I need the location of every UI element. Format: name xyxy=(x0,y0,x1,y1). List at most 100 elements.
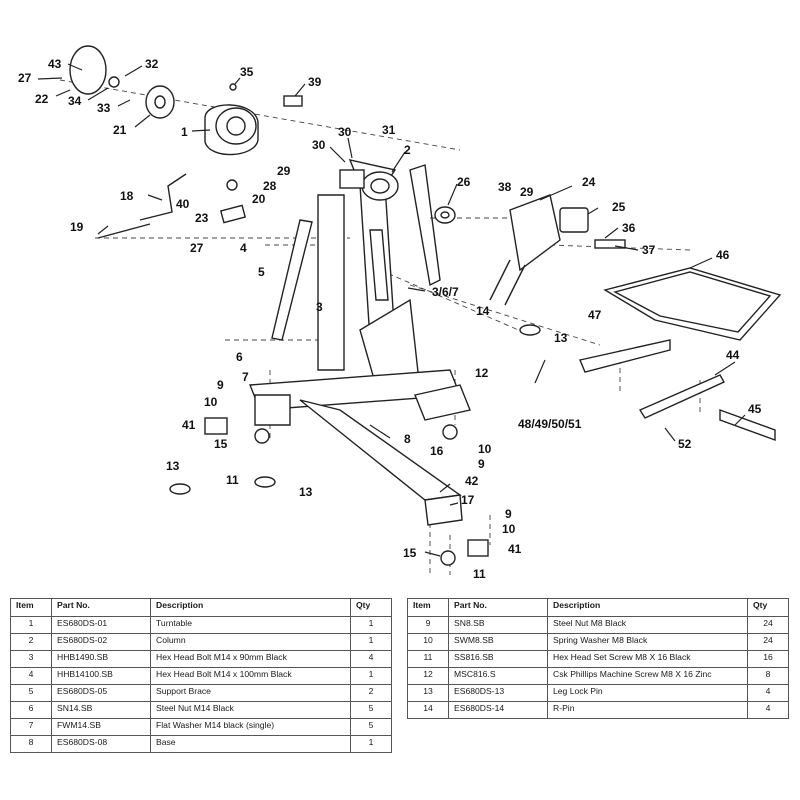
part-no-cell: FWM14.SB xyxy=(51,718,151,736)
callout-label: 15 xyxy=(403,546,417,560)
cover-plate xyxy=(69,45,107,95)
callout-label: 10 xyxy=(502,522,516,536)
column-header-item: Item xyxy=(407,598,449,617)
support-brace xyxy=(271,219,313,341)
exploded-parts-diagram: 43 27 22 34 32 33 21 35 39 1 30 31 30 2 … xyxy=(18,45,782,581)
callout-label: 10 xyxy=(204,395,218,409)
item-cell: 10 xyxy=(407,633,449,651)
item-cell: 3 xyxy=(10,650,52,668)
callout-label: 32 xyxy=(145,57,159,71)
column-header-description: Description xyxy=(547,598,748,617)
callout-label: 22 xyxy=(35,92,49,106)
callout-label: 16 xyxy=(430,444,444,458)
item-cell: 7 xyxy=(10,718,52,736)
qty-cell: 8 xyxy=(747,667,789,685)
callout-label: 39 xyxy=(308,75,322,89)
part-no-cell: SS816.SB xyxy=(448,650,548,668)
item-cell: 14 xyxy=(407,701,449,719)
callout-label: 19 xyxy=(70,220,84,234)
callout-label: 11 xyxy=(473,567,486,581)
description-cell: Hex Head Bolt M14 x 100mm Black xyxy=(150,667,351,685)
callout-label: 25 xyxy=(612,200,626,214)
callout-label: 26 xyxy=(457,175,471,189)
part-no-cell: HHB1490.SB xyxy=(51,650,151,668)
callout-label: 42 xyxy=(465,474,479,488)
qty-cell: 1 xyxy=(350,735,392,753)
callout-label: 1 xyxy=(181,125,188,139)
callout-label: 4 xyxy=(240,241,247,255)
column-structure xyxy=(317,159,441,401)
handwheel-hub xyxy=(145,85,175,119)
callout-label: 3 xyxy=(316,300,323,314)
callout-label: 8 xyxy=(404,432,411,446)
callout-label: 41 xyxy=(508,542,522,556)
column-header-part-no: Part No. xyxy=(448,598,548,617)
qty-cell: 5 xyxy=(350,718,392,736)
callout-label: 31 xyxy=(382,123,396,137)
callout-label: 11 xyxy=(226,473,239,487)
part-no-cell: ES680DS-14 xyxy=(448,701,548,719)
description-cell: Hex Head Bolt M14 x 90mm Black xyxy=(150,650,351,668)
column-header-description: Description xyxy=(150,598,351,617)
qty-cell: 5 xyxy=(350,701,392,719)
callout-label: 21 xyxy=(113,123,127,137)
column-header-qty: Qty xyxy=(747,598,789,617)
callout-label: 37 xyxy=(642,243,656,257)
description-cell: Steel Nut M8 Black xyxy=(547,616,748,634)
description-cell: Column xyxy=(150,633,351,651)
callout-label: 17 xyxy=(461,493,475,507)
description-cell: R-Pin xyxy=(547,701,748,719)
turntable-assembly xyxy=(69,45,303,156)
item-cell: 11 xyxy=(407,650,449,668)
crank-handle xyxy=(97,173,247,239)
callout-label: 15 xyxy=(214,437,228,451)
callout-label: 12 xyxy=(475,366,489,380)
callout-label: 2 xyxy=(404,143,411,157)
callout-label: 7 xyxy=(242,370,249,384)
column-header-qty: Qty xyxy=(350,598,392,617)
qty-cell: 1 xyxy=(350,667,392,685)
callout-label: 9 xyxy=(217,378,224,392)
assembly-center-lines xyxy=(59,79,701,575)
item-cell: 5 xyxy=(10,684,52,702)
callout-label: 24 xyxy=(582,175,596,189)
callout-label: 52 xyxy=(678,437,692,451)
callout-label: 23 xyxy=(195,211,209,225)
description-cell: Support Brace xyxy=(150,684,351,702)
callout-label: 18 xyxy=(120,189,134,203)
callout-label: 43 xyxy=(48,57,62,71)
callout-label: 48/49/50/51 xyxy=(518,417,582,431)
part-no-cell: ES680DS-08 xyxy=(51,735,151,753)
description-cell: Csk Phillips Machine Screw M8 X 16 Zinc xyxy=(547,667,748,685)
callout-label: 13 xyxy=(554,331,568,345)
callout-label: 6 xyxy=(236,350,243,364)
tray-support xyxy=(579,339,776,441)
item-cell: 13 xyxy=(407,684,449,702)
part-no-cell: HHB14100.SB xyxy=(51,667,151,685)
callout-label: 36 xyxy=(622,221,636,235)
qty-cell: 4 xyxy=(350,650,392,668)
callout-label: 46 xyxy=(716,248,730,262)
description-cell: Leg Lock Pin xyxy=(547,684,748,702)
part-no-cell: ES680DS-02 xyxy=(51,633,151,651)
column-header-part-no: Part No. xyxy=(51,598,151,617)
part-no-cell: ES680DS-05 xyxy=(51,684,151,702)
callout-label: 20 xyxy=(252,192,266,206)
callout-labels: 43 27 22 34 32 33 21 35 39 1 30 31 30 2 … xyxy=(18,57,762,581)
description-cell: Flat Washer M14 black (single) xyxy=(150,718,351,736)
mounting-head xyxy=(434,194,626,306)
callout-label: 13 xyxy=(299,485,313,499)
